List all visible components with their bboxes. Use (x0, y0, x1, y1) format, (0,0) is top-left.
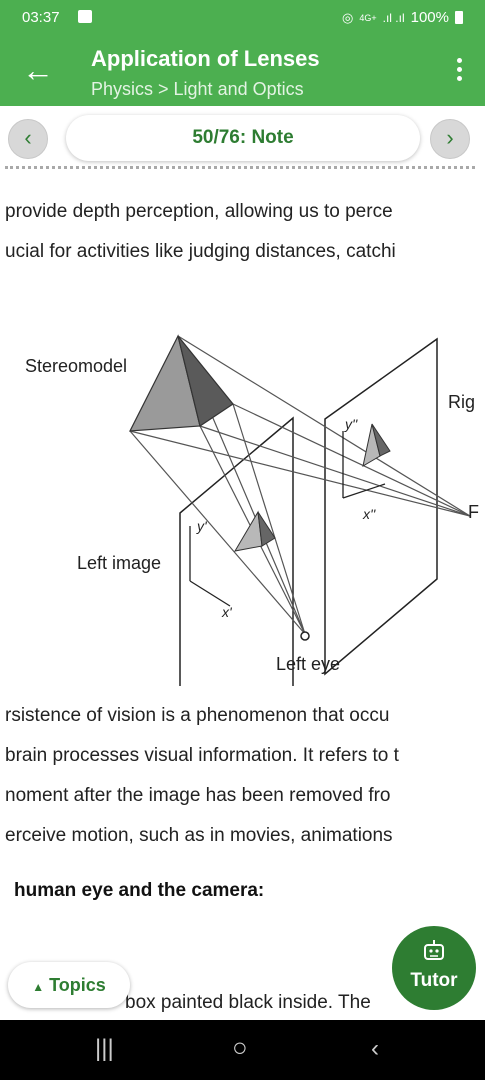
clock: 03:37 (22, 9, 60, 26)
topics-button[interactable]: ▲ Topics (8, 962, 130, 1008)
right-eye-label: F (468, 502, 479, 522)
next-note-button[interactable]: › (430, 119, 470, 159)
tutor-button[interactable]: Tutor (392, 926, 476, 1010)
chevron-right-icon: › (446, 125, 454, 150)
status-right: ◎ 4G+ .ıl .ıl 100% (342, 9, 463, 26)
text-line: box painted black inside. The (125, 992, 371, 1013)
system-navigation-bar: ||| ○ ‹ (0, 1020, 485, 1080)
text-line: rsistence of vision is a phenomenon that… (5, 705, 390, 726)
tutor-label: Tutor (410, 970, 458, 991)
axis-x2-label: x'' (363, 506, 376, 522)
stereoscopic-diagram (128, 334, 471, 686)
status-bar: 03:37 ◎ 4G+ .ıl .ıl 100% (0, 0, 485, 36)
back-icon[interactable]: ‹ (371, 1035, 379, 1062)
axis-y2-label: y'' (345, 416, 358, 432)
triangle-up-icon: ▲ (32, 980, 45, 994)
page-title: Application of Lenses (91, 46, 320, 71)
text-line: brain processes visual information. It r… (5, 745, 399, 766)
stereomodel-label: Stereomodel (25, 356, 128, 376)
left-image-label: Left image (77, 553, 162, 573)
section-heading: human eye and the camera: (14, 880, 265, 901)
axis-y1-label: y' (197, 518, 207, 534)
note-navigation: ‹ 50/76: Note › (0, 106, 485, 166)
text-line: noment after the image has been removed … (5, 785, 391, 806)
home-icon[interactable]: ○ (232, 1032, 248, 1062)
signal-icon: .ıl .ıl (382, 10, 405, 25)
back-arrow-icon[interactable]: ← (22, 52, 54, 88)
breadcrumb: Physics > Light and Optics (91, 79, 304, 99)
chevron-left-icon: ‹ (24, 125, 32, 150)
note-content[interactable]: provide depth perception, allowing us to… (0, 166, 485, 1020)
network-type: 4G+ (359, 12, 377, 23)
clipped-text-line (5, 166, 475, 177)
hotspot-icon: ◎ (342, 9, 354, 25)
more-options-icon[interactable] (457, 58, 463, 85)
topics-label: Topics (49, 975, 106, 995)
text-line: erceive motion, such as in movies, anima… (5, 825, 393, 846)
left-eye-label: Left eye (276, 654, 341, 674)
recent-apps-icon[interactable]: ||| (95, 1035, 114, 1062)
text-line: provide depth perception, allowing us to… (5, 201, 393, 222)
text-line: ucial for activities like judging distan… (5, 241, 396, 262)
right-image-label: Rig (448, 392, 476, 412)
axis-x1-label: x' (222, 604, 232, 620)
prev-note-button[interactable]: ‹ (8, 119, 48, 159)
note-position: 50/76: Note (66, 115, 420, 161)
battery-level: 100% (410, 9, 449, 26)
robot-icon (424, 940, 444, 960)
gallery-notification-icon (78, 10, 92, 23)
battery-icon (455, 11, 463, 24)
app-bar: ← Application of Lenses Physics > Light … (0, 36, 485, 106)
